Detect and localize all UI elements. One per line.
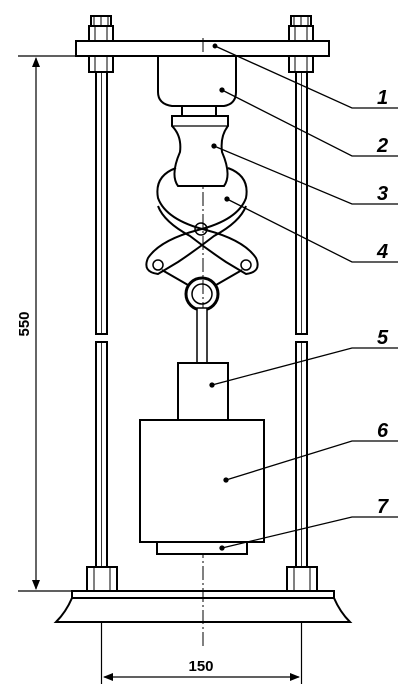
- weight: [139, 419, 265, 543]
- callout-7: 7: [377, 496, 389, 518]
- callout-5: 5: [377, 327, 389, 349]
- scissor-grip: [145, 167, 259, 286]
- specimen-holder: [177, 362, 229, 421]
- callout-3: 3: [377, 183, 388, 205]
- bottom-disc: [156, 541, 248, 555]
- callout-6: 6: [377, 420, 389, 442]
- top-left-bolt: [88, 15, 114, 73]
- width-dimension-label: 150: [188, 658, 213, 675]
- right-rod: [295, 71, 308, 568]
- hook: [171, 115, 229, 187]
- callout-4: 4: [376, 241, 388, 263]
- width-dimension: [100, 622, 303, 684]
- load-train: [139, 55, 265, 555]
- callout-leaders: [209, 43, 398, 551]
- left-rod: [95, 71, 108, 568]
- callout-2: 2: [376, 135, 388, 157]
- upper-housing: [157, 55, 237, 107]
- callout-1: 1: [377, 87, 388, 109]
- height-dimension: [18, 55, 92, 592]
- height-dimension-label: 550: [16, 311, 33, 336]
- pull-rod: [196, 307, 208, 367]
- shackle-ring: [184, 276, 220, 312]
- callout-labels: 1 2 3 4 5 6 7: [376, 87, 389, 518]
